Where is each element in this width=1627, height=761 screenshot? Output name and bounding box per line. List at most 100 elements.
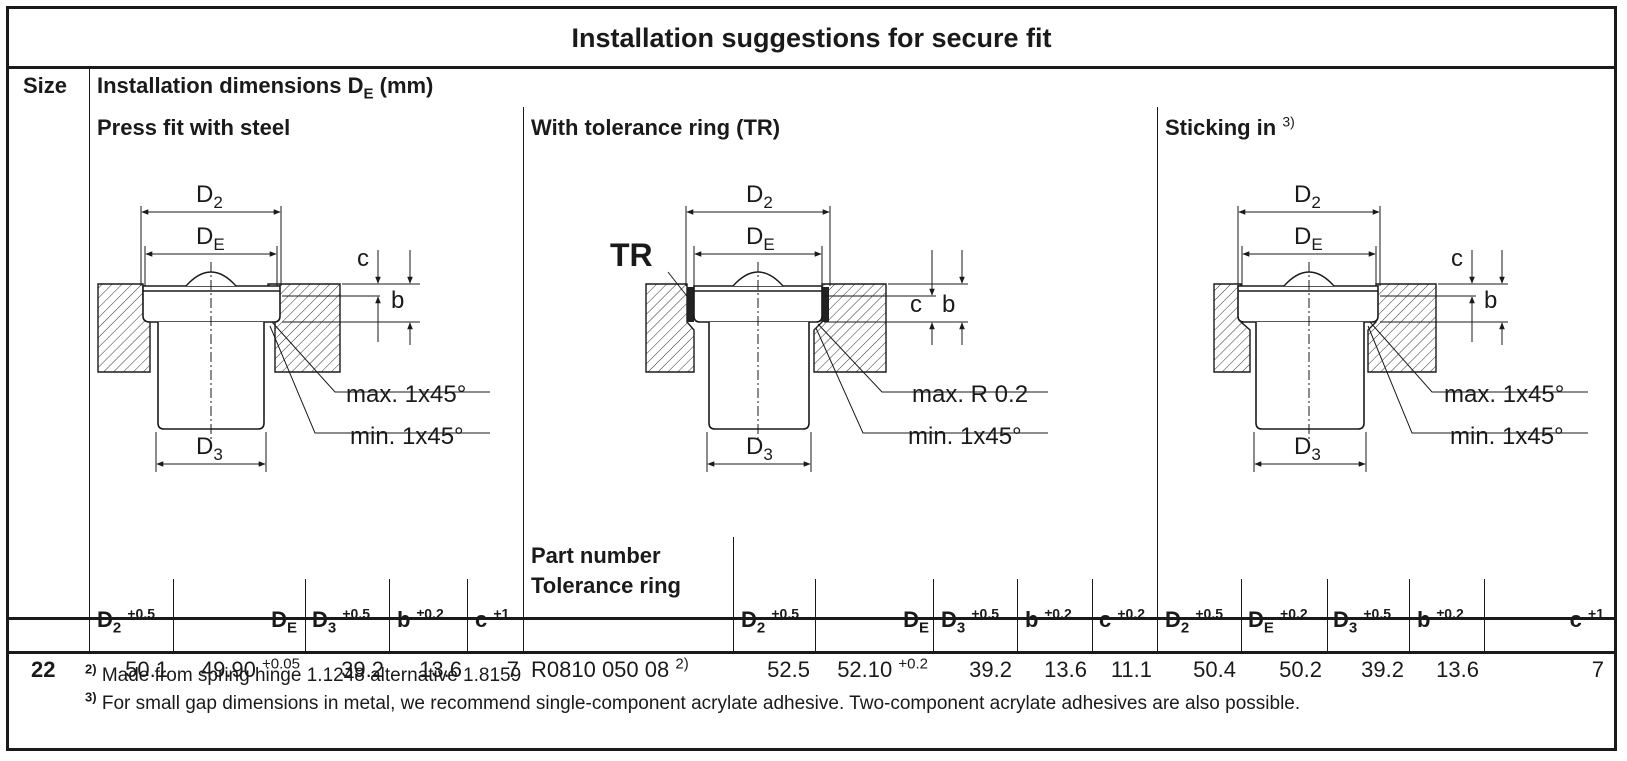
- col-sub: 2: [1180, 619, 1190, 637]
- col-main: b: [397, 607, 411, 632]
- col-tol: +0.2: [1280, 605, 1308, 622]
- cell-st-c: 7: [1591, 657, 1604, 682]
- part-number-header-line1: Part number: [531, 543, 661, 568]
- rule-under-headers: [9, 617, 1614, 620]
- col-sub: 3: [1348, 619, 1358, 637]
- cell-press-b: 13.6: [419, 657, 462, 682]
- part-number-header-line2: Tolerance ring: [531, 573, 681, 598]
- col-sub: 3: [327, 619, 337, 637]
- col-main: D: [741, 607, 757, 632]
- col-main: c: [475, 607, 488, 632]
- cell-note: 2): [675, 655, 689, 673]
- cell-st-d2: 50.4: [1193, 657, 1236, 682]
- col-header-c: c +1: [475, 607, 509, 633]
- col-main: b: [1025, 607, 1039, 632]
- section-sticking: Sticking in 3): [1165, 115, 1295, 141]
- divider-sticking: [1157, 107, 1158, 651]
- cell-tr-d3: 39.2: [969, 657, 1012, 682]
- cell-part-number: R0810 050 08 2): [531, 657, 689, 683]
- col-header-de: DE +0.2: [1248, 605, 1308, 637]
- col-main: D: [312, 607, 328, 632]
- col-header-c: c +1: [1570, 607, 1604, 633]
- cell-value: 52.10: [837, 657, 893, 682]
- col-tol: ±0.2: [1436, 605, 1464, 622]
- col-divider: [933, 579, 934, 651]
- col-header-c: c +0.2: [1099, 607, 1145, 633]
- col-main: D: [271, 607, 287, 632]
- table-title: Installation suggestions for secure fit: [571, 23, 1052, 53]
- col-tol: +0.5: [771, 605, 799, 622]
- col-header-b: b ±0.2: [1417, 607, 1464, 633]
- cell-press-c: 7: [506, 657, 519, 682]
- col-header-d3: D3 +0.5: [1333, 605, 1391, 637]
- col-sub: 2: [112, 619, 122, 637]
- col-divider: [1241, 579, 1242, 651]
- col-main: c: [1569, 607, 1582, 632]
- col-header-de: DE: [903, 607, 929, 637]
- section-tolerance-ring: With tolerance ring (TR): [531, 115, 781, 140]
- col-divider: [305, 579, 306, 651]
- footnote-3: 3) For small gap dimensions in metal, we…: [85, 689, 1301, 715]
- col-tol: +0.2: [1117, 605, 1146, 622]
- divider-part-number: [733, 537, 734, 651]
- col-divider: [1327, 579, 1328, 651]
- col-main: b: [1417, 607, 1431, 632]
- cell-tr-b: 13.6: [1044, 657, 1087, 682]
- col-sub: 3: [956, 619, 966, 637]
- col-tol: ±0.2: [416, 605, 444, 622]
- col-main: D: [97, 607, 113, 632]
- divider-size: [89, 69, 90, 651]
- footnote-text: Made from spring hinge 1.1248 alternativ…: [101, 665, 522, 686]
- col-tol: +0.5: [1363, 605, 1391, 622]
- col-main: D: [1165, 607, 1181, 632]
- cell-press-d3: 39.2: [341, 657, 384, 682]
- col-tol: +0.5: [342, 605, 370, 622]
- col-divider: [815, 579, 816, 651]
- col-header-d3: D3 +0.5: [941, 607, 999, 637]
- cell-tol: +0.05: [262, 655, 300, 673]
- col-main: D: [1248, 607, 1264, 632]
- section-sticking-note: 3): [1282, 113, 1295, 130]
- col-divider: [389, 579, 390, 651]
- dimensions-header: Installation dimensions DE (mm): [97, 73, 434, 103]
- cell-value: R0810 050 08: [531, 657, 670, 682]
- section-press-fit: Press fit with steel: [97, 115, 291, 140]
- col-sub: E: [918, 619, 929, 637]
- col-sub: E: [286, 619, 297, 637]
- col-main: D: [1333, 607, 1349, 632]
- size-header: Size: [23, 73, 68, 98]
- col-divider: [467, 579, 468, 651]
- cell-st-de: 50.2: [1279, 657, 1322, 682]
- footnote-mark: 3): [85, 689, 97, 705]
- col-divider: [1484, 579, 1485, 651]
- col-header-d2: D2 +0.5: [741, 605, 799, 637]
- cell-press-de: 49.90 +0.05: [201, 657, 300, 683]
- col-tol: +0.5: [1195, 605, 1223, 622]
- dimensions-header-text: Installation dimensions D: [97, 73, 364, 98]
- col-tol: +1: [493, 605, 510, 622]
- cell-tr-de: 52.10 +0.2: [837, 657, 928, 683]
- col-tol: ±0.2: [1044, 605, 1072, 622]
- cell-size: 22: [31, 657, 56, 682]
- col-tol: +1: [1588, 605, 1604, 622]
- cell-st-d3: 39.2: [1361, 657, 1404, 682]
- footnote-text: For small gap dimensions in metal, we re…: [101, 693, 1301, 714]
- col-main: c: [1099, 607, 1112, 632]
- footnote-2: 2) Made from spring hinge 1.1248 alterna…: [85, 663, 522, 687]
- dimensions-header-sub: E: [363, 85, 374, 103]
- col-main: D: [903, 607, 919, 632]
- col-divider: [1092, 579, 1093, 651]
- col-header-d3: D3 +0.5: [312, 605, 370, 637]
- col-main: D: [941, 607, 957, 632]
- col-divider: [1409, 579, 1410, 651]
- col-tol: +0.5: [127, 605, 155, 622]
- col-sub: 2: [756, 619, 766, 637]
- col-sub: E: [1263, 619, 1274, 637]
- col-divider: [173, 579, 174, 651]
- col-header-d2: D2 +0.5: [97, 605, 155, 637]
- col-divider: [1017, 579, 1018, 651]
- cell-tr-d2: 52.5: [767, 657, 810, 682]
- dimensions-header-suffix: (mm): [373, 73, 434, 98]
- cell-tr-c: 11.1: [1110, 657, 1152, 682]
- rule-under-row: [9, 651, 1614, 654]
